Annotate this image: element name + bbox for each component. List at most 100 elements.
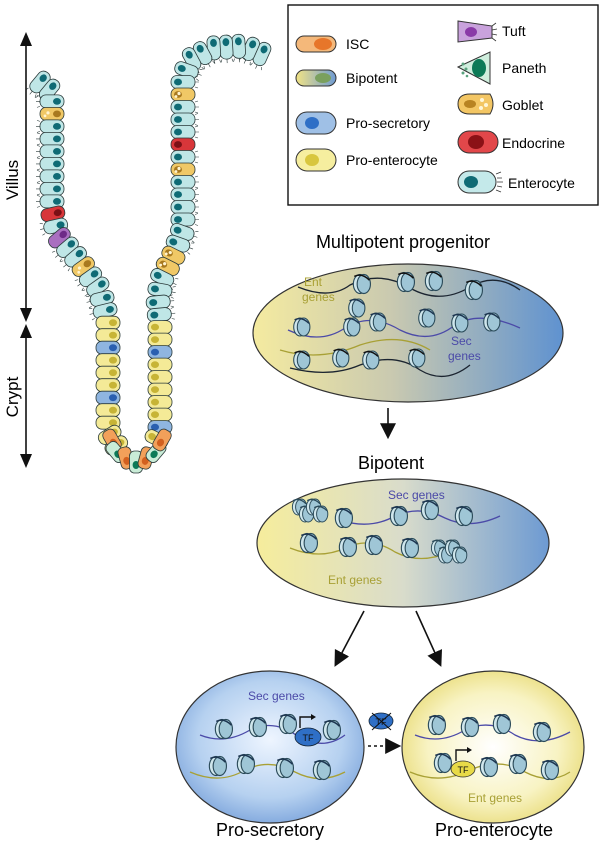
- epithelial-cell-ent: [60, 246, 87, 272]
- arrow-to-pro-enterocyte: [415, 610, 443, 667]
- pro-enterocyte-tf: TF: [450, 747, 476, 778]
- epithelial-cell-goblet: [161, 245, 186, 265]
- bipotent-title: Bipotent: [358, 453, 424, 473]
- epithelial-cell-proent: [147, 395, 173, 410]
- legend-label-endocrine: Endocrine: [502, 135, 565, 151]
- epithelial-cell-proent: [95, 315, 121, 330]
- pro-enterocyte-chromatin: [409, 713, 571, 781]
- epithelial-cell-ent: [145, 294, 175, 310]
- epithelial-cell-ent: [36, 156, 65, 171]
- epithelial-cell-proent: [147, 320, 173, 335]
- epithelial-cell-proent: [147, 332, 173, 347]
- pro-enterocyte-title: Pro-enterocyte: [435, 820, 553, 840]
- epithelial-cell-proent: [95, 378, 121, 393]
- svg-text:TF: TF: [303, 733, 314, 743]
- pro-enterocyte-ent-genes: Ent genes: [468, 791, 522, 805]
- endocrine-cell-icon: [457, 130, 499, 154]
- epithelial-cell-ent: [36, 119, 65, 134]
- epithelial-cell-prosec: [95, 390, 121, 405]
- pro-secretory-title: Pro-secretory: [216, 820, 324, 840]
- epithelial-cell-ent: [174, 61, 203, 81]
- epithelial-cell-proent: [95, 365, 121, 380]
- legend-label-goblet: Goblet: [502, 97, 543, 113]
- crypt-villus-structure: [25, 33, 272, 474]
- bipotent-cell: Sec genes Ent genes: [256, 478, 550, 608]
- epithelial-cell-ent: [170, 212, 199, 227]
- epithelial-cell-ent: [170, 75, 199, 89]
- villus-label: Villus: [3, 160, 22, 200]
- epithelial-cell-proent: [95, 328, 121, 343]
- epithelial-cell-ent: [86, 290, 115, 309]
- goblet-cell-icon: [457, 93, 494, 115]
- legend-label-pro-secretory: Pro-secretory: [346, 115, 430, 131]
- epithelial-cell-proent: [95, 353, 121, 368]
- arrow-to-pro-secretory: [334, 610, 365, 667]
- epithelial-cell-ent: [170, 125, 199, 139]
- pro-enterocyte-cell-icon: [295, 148, 337, 172]
- epithelial-cell-ent: [170, 100, 199, 114]
- epithelial-cell-ent: [170, 150, 199, 164]
- villus-axis: Villus: [3, 32, 32, 322]
- bipotent-ent-genes: Ent genes: [328, 573, 382, 587]
- legend-label-tuft: Tuft: [502, 23, 526, 39]
- blocked-tf: TF: [368, 712, 394, 731]
- epithelial-cell-ent: [36, 181, 65, 196]
- tuft-cell-icon: [457, 20, 498, 43]
- legend-label-paneth: Paneth: [502, 60, 546, 76]
- epithelial-cell-proent: [147, 382, 173, 397]
- epithelial-cell-endocrine: [170, 137, 196, 152]
- epithelial-cell-endocrine: [40, 205, 66, 223]
- enterocyte-cell-icon: [457, 170, 503, 194]
- epithelial-cell-ent: [36, 169, 65, 184]
- crypt-label: Crypt: [3, 376, 22, 417]
- bipotent-chromatin: [289, 498, 501, 564]
- pro-secretory-tf: TF: [294, 714, 322, 747]
- epithelial-cell-prosec: [147, 345, 173, 360]
- epithelial-cell-proent: [95, 415, 121, 430]
- epithelial-cell-ent: [36, 131, 65, 146]
- multipotent-chromatin: [279, 270, 521, 377]
- legend-label-pro-enterocyte: Pro-enterocyte: [346, 152, 438, 168]
- crypt-base-isc-cell: [152, 428, 172, 452]
- legend: ISC Bipotent Pro-secretory Pro-enterocyt…: [287, 4, 599, 206]
- pro-secretory-cell-icon: [295, 111, 337, 135]
- epithelial-cell-goblet: [170, 162, 196, 177]
- pro-secretory-sec-genes: Sec genes: [248, 689, 305, 703]
- epithelial-cell-proent: [147, 370, 173, 385]
- epithelial-cell-goblet: [39, 107, 65, 121]
- crypt-axis: Crypt: [3, 324, 32, 468]
- epithelial-cell-proent: [147, 407, 173, 422]
- bipotent-sec-genes: Sec genes: [388, 488, 445, 502]
- epithelial-cell-ent: [170, 187, 199, 202]
- epithelial-cell-ent: [36, 194, 65, 209]
- epithelial-cell-ent: [181, 47, 205, 76]
- epithelial-cell-ent: [36, 144, 65, 159]
- epithelial-cell-ent: [231, 33, 246, 63]
- paneth-cell-icon: [456, 51, 491, 85]
- epithelial-cell-ent: [74, 266, 103, 291]
- epithelial-cell-ent: [36, 94, 65, 109]
- legend-label-isc: ISC: [346, 36, 369, 52]
- pro-secretory-chromatin: [189, 713, 346, 781]
- epithelial-cell-proent: [95, 403, 121, 418]
- epithelial-cell-proent: [147, 357, 173, 372]
- epithelial-cell-ent: [218, 34, 234, 64]
- epithelial-cell-ent: [82, 276, 110, 301]
- epithelial-cell-ent: [206, 35, 222, 64]
- epithelial-cell-ent: [170, 175, 199, 189]
- epithelial-cell-goblet: [155, 256, 180, 276]
- epithelial-cell-ent: [170, 112, 199, 127]
- epithelial-cell-ent: [170, 200, 199, 214]
- legend-label-bipotent: Bipotent: [346, 70, 397, 86]
- pro-enterocyte-cell: Ent genes TF: [401, 670, 585, 824]
- svg-text:TF: TF: [458, 765, 469, 775]
- bipotent-cell-icon: [295, 69, 337, 87]
- epithelial-cell-goblet: [170, 87, 196, 102]
- epithelial-cell-ent: [146, 306, 176, 323]
- multipotent-title: Multipotent progenitor: [316, 232, 490, 252]
